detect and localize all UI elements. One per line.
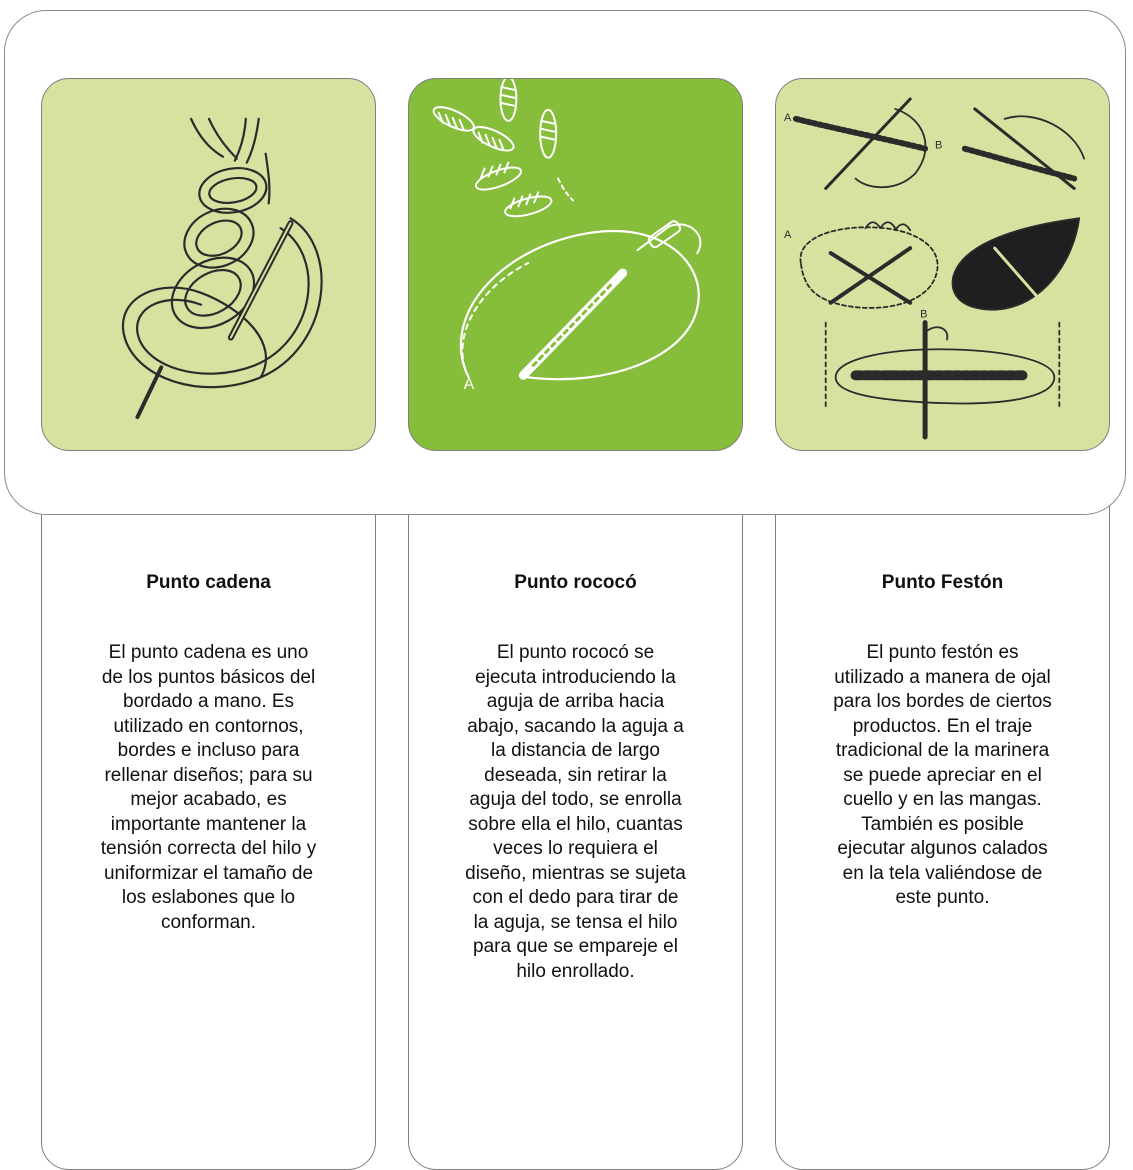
blanket-stitch-illustration: A B A B xyxy=(784,97,1086,440)
blanket-label-a-mid: A xyxy=(784,229,792,241)
blanket-label-b-top: B xyxy=(935,140,942,152)
bullion-stitch-panel: Punto rococó El punto rococó se ejecuta … xyxy=(408,470,743,1170)
blanket-stitch-card: A B A B xyxy=(775,78,1110,451)
chain-stitch-title: Punto cadena xyxy=(146,572,271,593)
chain-stitch-panel: Punto cadena El punto cadena es uno de l… xyxy=(41,470,376,1170)
chain-stitch-card xyxy=(41,78,376,451)
chain-stitch-illustration xyxy=(121,117,323,420)
chain-stitch-description: El punto cadena es uno de los puntos bás… xyxy=(100,642,317,933)
blanket-stitch-panel: Punto Festón El punto festón es utilizad… xyxy=(775,470,1110,1170)
bullion-stitch-card: A xyxy=(408,78,743,451)
bullion-stitch-title: Punto rococó xyxy=(514,572,637,593)
bullion-stitch-illustration: A xyxy=(432,79,702,393)
blanket-stitch-title: Punto Festón xyxy=(881,572,1004,593)
bullion-stitch-description: El punto rococó se ejecuta introduciendo… xyxy=(465,642,686,982)
blanket-label-a-top: A xyxy=(784,112,792,124)
bullion-label-a: A xyxy=(464,376,475,393)
blanket-label-b-bottom: B xyxy=(920,309,927,321)
blanket-stitch-description: El punto festón es utilizado a manera de… xyxy=(833,642,1052,908)
